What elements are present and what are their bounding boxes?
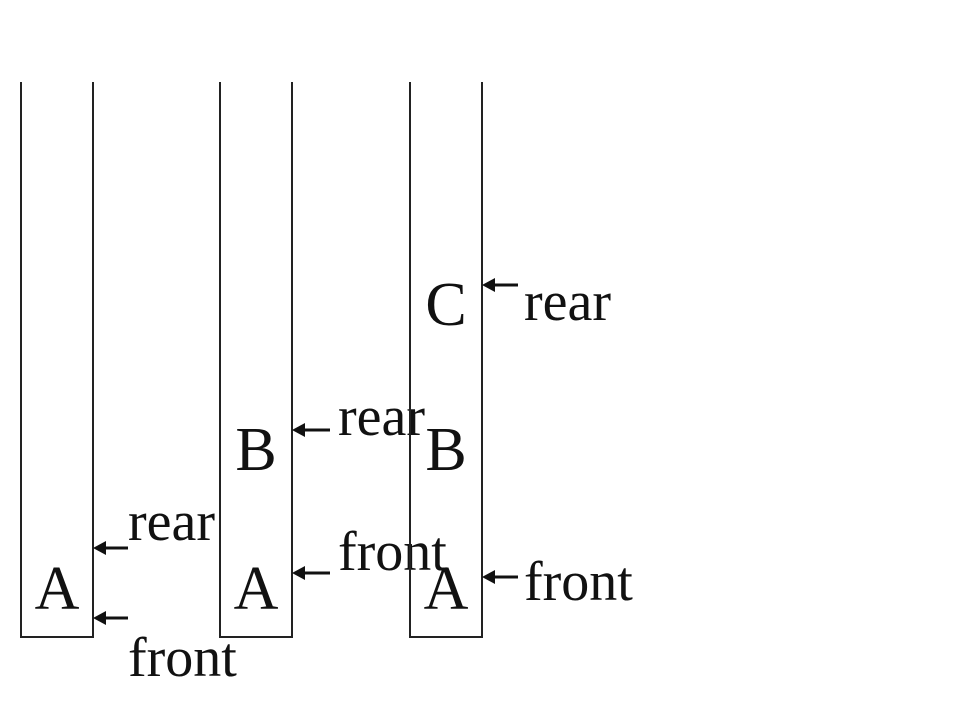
queue-3-rear-label: rear (524, 271, 611, 333)
arrow-head-icon (93, 611, 106, 625)
queue-3-slot-2: B (425, 416, 466, 484)
arrow-head-icon (482, 570, 495, 584)
queue-2-slot-2: B (235, 416, 276, 484)
arrow-head-icon (482, 278, 495, 292)
queue-3-slot-1: A (424, 555, 469, 623)
queue-2-front-label: front (338, 521, 447, 583)
queue-1-front-pointer: front (93, 611, 237, 689)
queue-3-container (409, 82, 483, 638)
queue-2-rear-label: rear (338, 386, 425, 448)
queue-2-rear-pointer: rear (292, 386, 425, 448)
arrow-head-icon (292, 423, 305, 437)
queue-3-front-label: front (524, 551, 633, 613)
queue-2-slot-1: A (234, 555, 279, 623)
arrow-head-icon (93, 541, 106, 555)
queue-3-slot-3: C (425, 271, 466, 339)
queue-state-3: A B C rear front (409, 82, 633, 638)
queue-2-container (219, 82, 293, 638)
queue-state-2: A B rear front (219, 82, 447, 638)
queue-2-front-pointer: front (292, 521, 447, 583)
queue-1-rear-label: rear (128, 491, 215, 553)
queue-1-slot-1: A (35, 555, 80, 623)
queue-3-front-pointer: front (482, 551, 633, 613)
queue-state-1: A rear front (20, 82, 237, 689)
arrow-head-icon (292, 566, 305, 580)
queue-3-rear-pointer: rear (482, 271, 611, 333)
queue-1-container (20, 82, 94, 638)
queue-1-rear-pointer: rear (93, 491, 215, 555)
